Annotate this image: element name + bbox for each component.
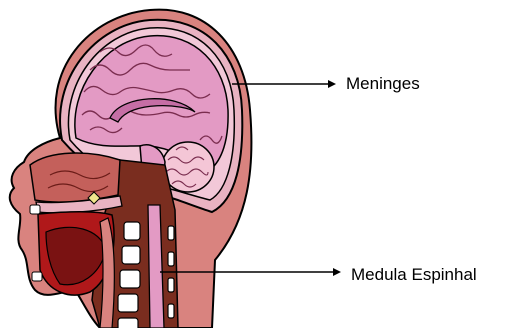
arrowhead-right-icon [328, 80, 336, 88]
arrowhead-right-icon [333, 268, 341, 276]
meninges-label: Meninges [346, 75, 420, 92]
spinal-cord-label: Medula Espinhal [351, 266, 477, 283]
nasal-cavity [30, 153, 120, 202]
